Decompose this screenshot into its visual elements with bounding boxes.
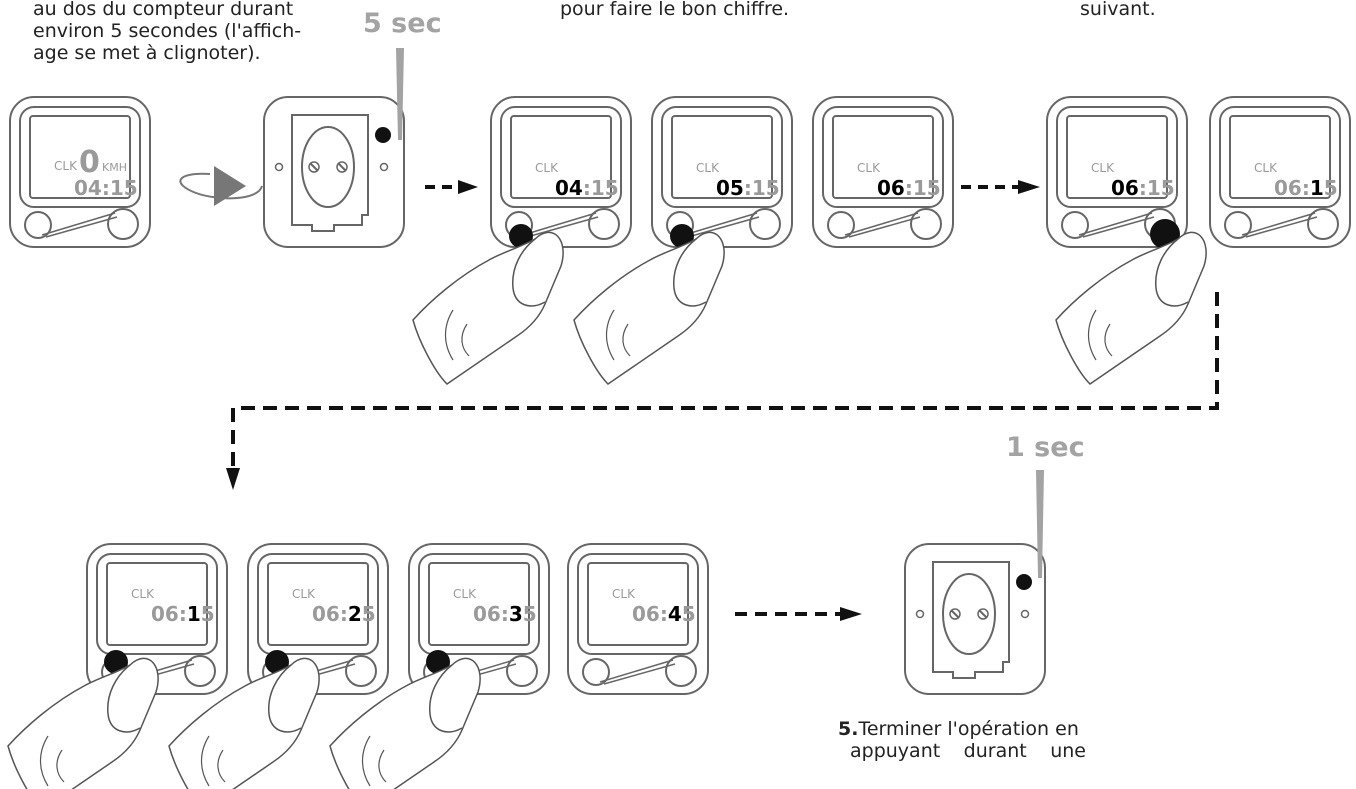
step5-word: durant — [963, 740, 1027, 762]
mode-label: CLK — [1091, 161, 1115, 175]
time-readout: 06:15 — [877, 176, 941, 200]
step5-word: une — [1050, 740, 1086, 762]
time-readout: 06:35 — [473, 602, 537, 626]
time-readout: 04:15 — [555, 176, 619, 200]
step3-instruction: suivant. — [1080, 0, 1156, 20]
mode-label: CLK — [292, 587, 316, 601]
pressed-button — [426, 650, 450, 674]
mode-label: CLK — [54, 159, 78, 173]
pressed-button — [104, 650, 128, 674]
step2-instruction: pour faire le bon chiffre. — [560, 0, 790, 20]
finger-press — [412, 231, 564, 385]
step5-instruction: 5.Terminer l'opération en appuyant duran… — [838, 718, 1138, 762]
minute-display: CLK 06:15 CLK 06:25 CLK 06:35 CLK 06:45 — [131, 587, 696, 626]
mode-label: CLK — [857, 161, 881, 175]
row-connector-arrow — [226, 292, 1219, 490]
step5-word: appuyant — [850, 740, 941, 762]
mode-label: CLK — [612, 587, 636, 601]
computer-back-final — [904, 543, 1046, 695]
step5-line-2: appuyant durant une — [838, 740, 1138, 762]
time-readout: 06:45 — [632, 602, 696, 626]
computer-back — [263, 96, 405, 248]
time-readout: 04:15 — [74, 176, 138, 200]
press-duration-5sec: 5 sec — [363, 8, 442, 39]
time-readout: 06:15 — [1111, 176, 1175, 200]
pressed-button — [509, 224, 533, 248]
step1-line: au dos du compteur durant — [33, 0, 294, 20]
press-duration-1sec: 1 sec — [1006, 432, 1085, 463]
pressed-button — [265, 650, 289, 674]
computer-front-minute — [1209, 96, 1351, 248]
step5-line-1-text: Terminer l'opération en — [858, 718, 1079, 740]
pressed-button — [670, 224, 694, 248]
time-readout: 06:25 — [312, 602, 376, 626]
computer-front-initial: CLK 0 KMH 04:15 — [9, 96, 151, 248]
rotate-arrow-icon — [179, 166, 263, 206]
mode-label: CLK — [1254, 161, 1278, 175]
step5-line-1: 5.Terminer l'opération en — [838, 718, 1138, 740]
mode-label: CLK — [131, 587, 155, 601]
press-pointer — [396, 48, 404, 140]
computer-front-hour — [490, 96, 632, 248]
sequence-arrow — [961, 180, 1040, 194]
press-pointer — [1036, 470, 1044, 578]
mode-label: CLK — [535, 161, 559, 175]
step5-number: 5. — [838, 718, 859, 740]
finger-press — [573, 231, 725, 385]
mode-label: CLK — [696, 161, 720, 175]
computer-front-hour — [651, 96, 793, 248]
step1-instruction: au dos du compteur durant environ 5 seco… — [33, 0, 333, 64]
step1-line: environ 5 secondes (l'affich- — [33, 20, 302, 42]
time-readout: 06:15 — [151, 602, 215, 626]
sequence-arrow — [735, 607, 862, 621]
step1-line: age se met à clignoter). — [33, 42, 261, 64]
time-readout: 06:15 — [1274, 176, 1338, 200]
time-readout: 05:15 — [716, 176, 780, 200]
computer-front-hour — [812, 96, 954, 248]
mode-label: CLK — [453, 587, 477, 601]
finger-press — [7, 657, 159, 789]
speed-digit: 0 — [79, 145, 100, 180]
sequence-arrow — [425, 180, 478, 194]
speed-unit: KMH — [102, 161, 127, 174]
hour-display: CLK 04:15 CLK 05:15 CLK 06:15 CLK 06:15 … — [535, 161, 1338, 200]
finger-press — [1055, 231, 1207, 385]
